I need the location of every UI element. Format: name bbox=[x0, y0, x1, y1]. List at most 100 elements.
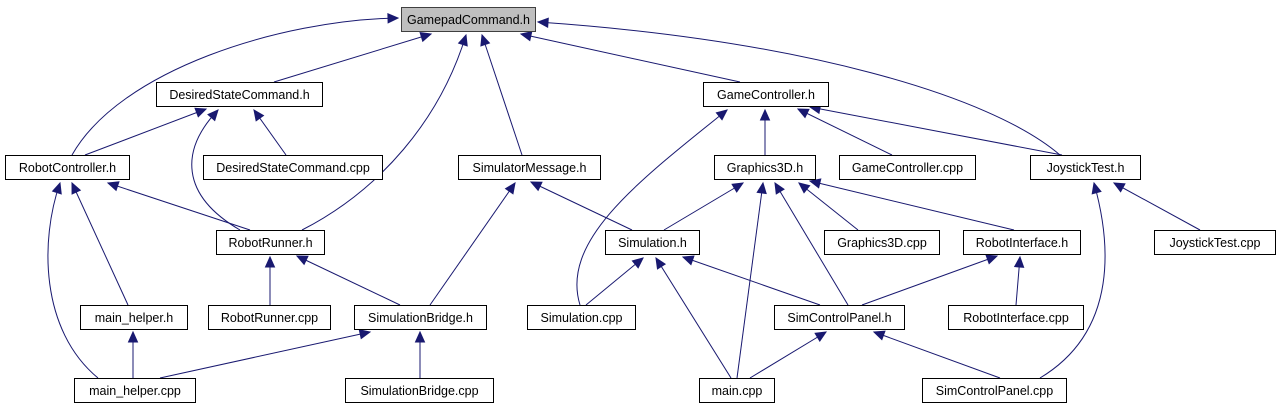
edge-line bbox=[301, 34, 467, 231]
node-simulation-h[interactable]: Simulation.h bbox=[605, 230, 700, 255]
node-box bbox=[1154, 230, 1276, 255]
edge-line bbox=[429, 182, 516, 306]
node-box bbox=[714, 155, 816, 180]
node-simulationbridge-cpp[interactable]: SimulationBridge.cpp bbox=[345, 378, 494, 403]
edge-line bbox=[71, 17, 399, 156]
edge-arrowhead bbox=[808, 178, 822, 189]
node-graphics3d-cpp[interactable]: Graphics3D.cpp bbox=[824, 230, 940, 255]
edge-n22-to-n18 bbox=[749, 331, 828, 379]
edge-arrowhead bbox=[529, 181, 543, 192]
node-simulation-cpp[interactable]: Simulation.cpp bbox=[527, 305, 636, 330]
node-gamecontroller-cpp[interactable]: GameController.cpp bbox=[839, 155, 976, 180]
edge-n6-to-n2 bbox=[759, 108, 771, 155]
edge-line bbox=[798, 182, 859, 231]
node-box bbox=[605, 230, 700, 255]
node-simcontrolpanel-cpp[interactable]: SimControlPanel.cpp bbox=[922, 378, 1067, 403]
edge-arrowhead bbox=[872, 330, 886, 341]
edge-n3-to-n1 bbox=[84, 107, 208, 156]
node-joysticktest-h[interactable]: JoystickTest.h bbox=[1030, 155, 1141, 180]
node-simulatormessage-h[interactable]: SimulatorMessage.h bbox=[458, 155, 601, 180]
edge-n9-to-n0 bbox=[301, 33, 468, 231]
node-box bbox=[216, 230, 325, 255]
edge-line bbox=[797, 108, 893, 156]
node-box bbox=[703, 82, 829, 107]
edge-arrowhead bbox=[519, 31, 533, 42]
edge-line bbox=[273, 33, 432, 83]
node-main-cpp[interactable]: main.cpp bbox=[699, 378, 775, 403]
edge-line bbox=[861, 255, 998, 306]
edge-line bbox=[576, 109, 728, 306]
edge-n8-to-n0 bbox=[536, 17, 1061, 156]
node-desiredstatecommand-h[interactable]: DesiredStateCommand.h bbox=[156, 82, 323, 107]
node-simulationbridge-h[interactable]: SimulationBridge.h bbox=[354, 305, 487, 330]
node-robotinterface-cpp[interactable]: RobotInterface.cpp bbox=[948, 305, 1084, 330]
edge-n18-to-n12 bbox=[861, 254, 999, 306]
edge-arrowhead bbox=[106, 181, 120, 192]
edge-arrowhead bbox=[127, 330, 139, 343]
node-box bbox=[458, 155, 601, 180]
edge-arrowhead bbox=[480, 33, 491, 47]
node-label: RobotInterface.cpp bbox=[963, 311, 1069, 325]
edge-line bbox=[809, 106, 1063, 156]
edge-n10-to-n6 bbox=[663, 182, 745, 231]
edge-line bbox=[84, 108, 207, 156]
node-label: GamepadCommand.h bbox=[407, 13, 530, 27]
edge-n7-to-n2 bbox=[796, 108, 893, 156]
node-box bbox=[156, 82, 323, 107]
node-graphics3d-h[interactable]: Graphics3D.h bbox=[714, 155, 816, 180]
edge-n10-to-n5 bbox=[529, 181, 633, 231]
node-label: SimulationBridge.cpp bbox=[360, 384, 478, 398]
node-desiredstatecommand-cpp[interactable]: DesiredStateCommand.cpp bbox=[203, 155, 383, 180]
node-box bbox=[208, 305, 331, 330]
edge-arrowhead bbox=[985, 254, 999, 265]
edge-n17-to-n2 bbox=[576, 109, 728, 306]
edge-arrowhead bbox=[631, 257, 644, 269]
node-simcontrolpanel-h[interactable]: SimControlPanel.h bbox=[774, 305, 905, 330]
node-label: Simulation.h bbox=[618, 236, 687, 250]
node-label: main.cpp bbox=[712, 384, 763, 398]
node-gamecontroller-h[interactable]: GameController.h bbox=[703, 82, 829, 107]
edge-arrowhead bbox=[419, 32, 433, 43]
node-main-helper-cpp[interactable]: main_helper.cpp bbox=[74, 378, 196, 403]
edge-line bbox=[191, 109, 241, 231]
node-joysticktest-cpp[interactable]: JoystickTest.cpp bbox=[1154, 230, 1276, 255]
edge-n1-to-n0 bbox=[273, 32, 433, 83]
edge-arrowhead bbox=[358, 329, 372, 340]
node-robotinterface-h[interactable]: RobotInterface.h bbox=[963, 230, 1081, 255]
node-box bbox=[5, 155, 130, 180]
edge-n3-to-n0 bbox=[71, 13, 400, 156]
edge-arrowhead bbox=[536, 17, 549, 29]
edge-n17-to-n10 bbox=[585, 257, 644, 306]
node-box bbox=[401, 7, 536, 32]
edge-n11-to-n6 bbox=[798, 182, 859, 231]
node-label: GameController.cpp bbox=[852, 161, 963, 175]
node-box bbox=[354, 305, 487, 330]
edge-arrowhead bbox=[759, 108, 771, 121]
edge-arrowhead bbox=[655, 256, 667, 270]
edge-arrowhead bbox=[715, 109, 728, 121]
edge-n9-to-n3 bbox=[106, 181, 251, 231]
edge-line bbox=[530, 181, 633, 231]
edge-n19-to-n12 bbox=[1013, 255, 1025, 306]
edge-line bbox=[71, 182, 129, 306]
edge-line bbox=[774, 182, 849, 306]
edge-n20-to-n14 bbox=[127, 330, 139, 378]
node-robotrunner-h[interactable]: RobotRunner.h bbox=[216, 230, 325, 255]
edge-line bbox=[682, 256, 821, 306]
node-label: RobotRunner.h bbox=[228, 236, 312, 250]
node-robotcontroller-h[interactable]: RobotController.h bbox=[5, 155, 130, 180]
edge-arrowhead bbox=[253, 109, 265, 122]
edge-arrowhead bbox=[504, 182, 516, 195]
edge-line bbox=[537, 21, 1061, 156]
edge-arrowhead bbox=[1091, 181, 1102, 195]
node-label: main_helper.h bbox=[95, 311, 174, 325]
edge-arrowhead bbox=[1013, 255, 1025, 268]
edge-line bbox=[481, 34, 523, 156]
edge-n18-to-n6 bbox=[774, 181, 849, 306]
node-box bbox=[345, 378, 494, 403]
edge-arrowhead bbox=[457, 33, 468, 47]
node-main-helper-h[interactable]: main_helper.h bbox=[80, 305, 188, 330]
node-label: SimulationBridge.h bbox=[368, 311, 473, 325]
node-robotrunner-cpp[interactable]: RobotRunner.cpp bbox=[208, 305, 331, 330]
